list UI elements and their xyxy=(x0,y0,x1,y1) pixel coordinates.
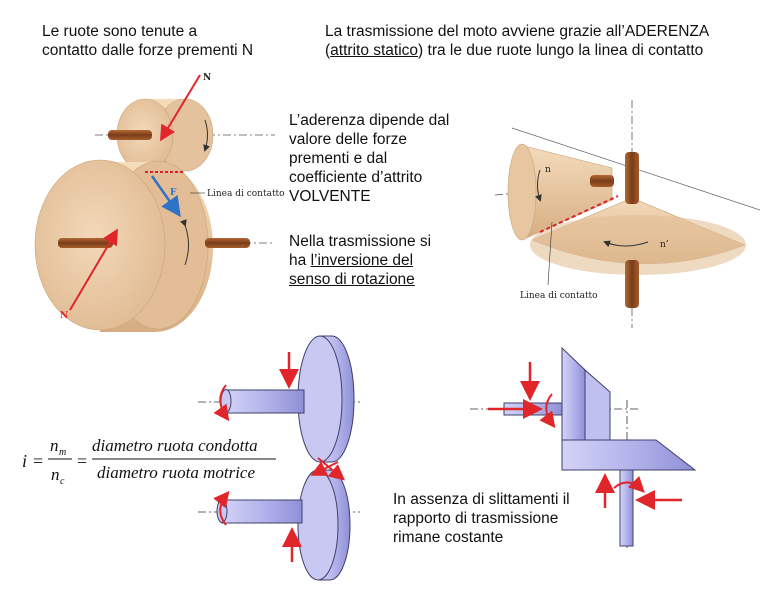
formula-denominator: diametro ruota motrice xyxy=(97,463,255,482)
schematic-conical-wheels xyxy=(470,346,697,548)
formula-num-sub: m xyxy=(59,447,66,458)
caption-middle-line: VOLVENTE xyxy=(289,188,371,205)
caption-inversion-line2: ha l’inversione del xyxy=(289,252,414,269)
caption-bottom-right-line: rimane costante xyxy=(393,529,504,546)
contact-line-label-right: Linea di contatto xyxy=(520,291,598,301)
schematic-cylindrical-wheels xyxy=(198,335,360,581)
formula-equals-1: = xyxy=(33,451,43,471)
formula-numerator: diametro ruota condotta xyxy=(92,436,258,455)
formula-lhs: i xyxy=(22,451,27,471)
force-label-bottom: N xyxy=(60,311,68,321)
caption-top-left-line: Le ruote sono tenute a xyxy=(42,23,198,40)
speed-label-n: n xyxy=(545,165,551,175)
underlined-static-friction: attrito statico xyxy=(330,42,419,59)
caption-top-right-line1: La trasmissione del moto avviene grazie … xyxy=(325,23,710,40)
formula-den-symbol: n xyxy=(51,465,60,484)
formula-num-symbol: n xyxy=(50,436,59,455)
caption-top-right-line2: (attrito statico) tra le due ruote lungo… xyxy=(325,42,704,59)
caption-top-left: Le ruote sono tenute a contatto dalle fo… xyxy=(42,22,253,60)
caption-bottom-right: In assenza di slittamenti il rapporto di… xyxy=(393,490,570,547)
formula-equals-2: = xyxy=(77,451,87,471)
underlined-inversion: l’inversione del xyxy=(310,252,414,269)
conical-friction-wheels: n n’ Linea di contatto xyxy=(494,100,761,328)
caption-top-left-line: contatto dalle forze prementi N xyxy=(42,42,254,59)
force-label-top: N xyxy=(203,73,211,83)
caption-bottom-right-line: In assenza di slittamenti il xyxy=(393,491,570,508)
transmission-ratio-formula: i = n m n c = diametro ruota condotta di… xyxy=(22,436,276,487)
caption-middle-line: prementi e dal xyxy=(289,150,388,167)
tangential-force-label: F xyxy=(170,188,177,198)
contact-line-label-left: Linea di contatto xyxy=(207,189,285,199)
cylindrical-friction-wheels: N N F Linea di contatto xyxy=(34,73,285,332)
caption-inversion: Nella trasmissione si ha l’inversione de… xyxy=(289,232,431,289)
formula-den-sub: c xyxy=(60,476,65,487)
caption-inversion-line3: senso di rotazione xyxy=(289,271,415,288)
caption-middle: L’aderenza dipende dal valore delle forz… xyxy=(289,111,449,206)
caption-bottom-right-line: rapporto di trasmissione xyxy=(393,510,559,527)
caption-middle-line: L’aderenza dipende dal xyxy=(289,112,450,129)
caption-middle-line: coefficiente d’attrito xyxy=(289,169,423,186)
speed-label-n-prime: n’ xyxy=(660,240,669,250)
caption-top-right: La trasmissione del moto avviene grazie … xyxy=(325,22,709,60)
caption-middle-line: valore delle forze xyxy=(289,131,408,148)
caption-inversion-line1: Nella trasmissione si xyxy=(289,233,432,250)
